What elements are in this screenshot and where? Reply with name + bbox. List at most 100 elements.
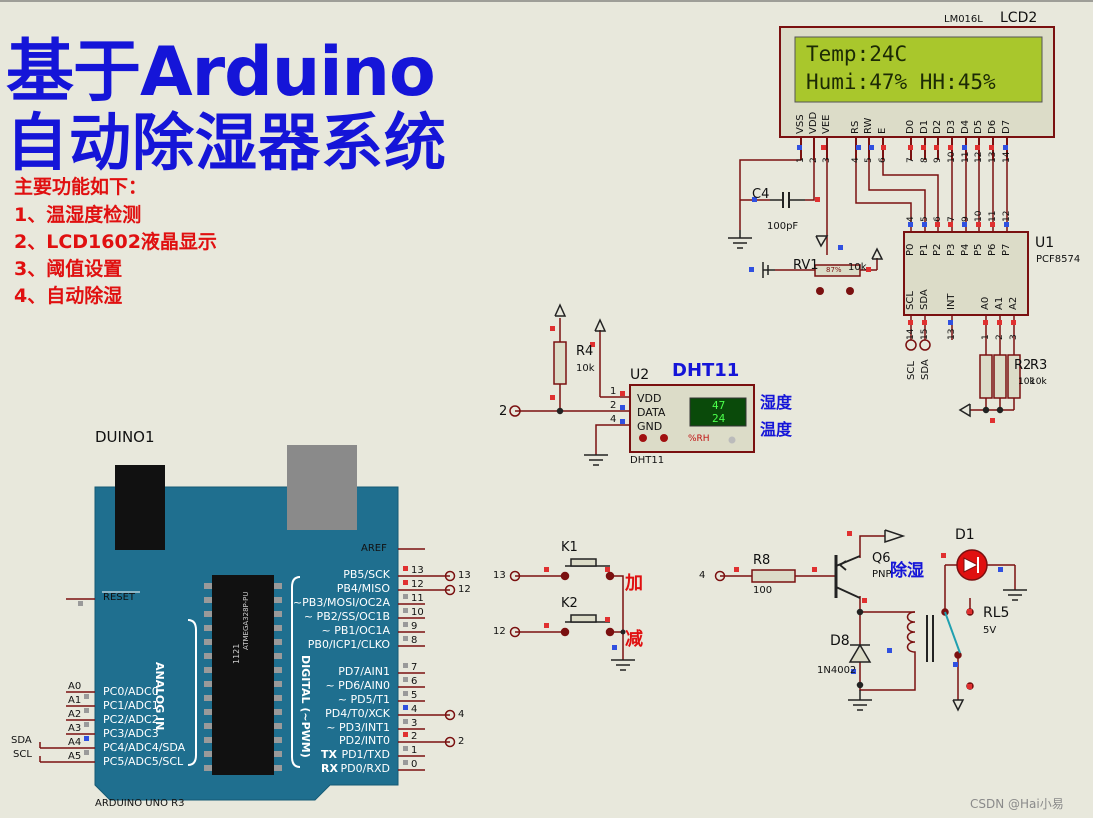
lcd-pin-number: 11 [961,151,971,163]
arduino-right-pin-label: PD1/TXD [341,748,390,761]
arduino-left-pin-label: PC4/ADC4/SDA [103,741,186,754]
arduino-ref: DUINO1 [95,428,155,446]
r-ground-arrow [958,403,1004,423]
ground-symbol-c4 [728,230,752,249]
pcf8574-chip[interactable] [903,231,1029,316]
arduino-net-12: 12 [458,584,471,595]
dht-unit: %RH [688,434,710,444]
relay-net-4: 4 [699,570,706,581]
arduino-left-pin-number: A3 [68,723,82,734]
arduino-right-pin-number: 4 [411,704,418,715]
pcf-bottom-pin-number: 14 [906,328,916,340]
lcd-model: LM016L [944,14,983,25]
lcd-pin-number: 8 [920,157,930,163]
pcf-top-pin-label: P5 [973,243,984,256]
lcd-line-1: Temp:24C [806,42,908,66]
resistor-r4[interactable] [553,341,567,385]
key-k2[interactable] [565,614,610,623]
arduino-right-pin-label: PB0/ICP1/CLKO [307,638,390,651]
arduino-left-pin-label: PC3/ADC3 [103,727,159,740]
features-heading: 主要功能如下： [14,176,148,198]
dht-ref: U2 [630,367,650,383]
dht-temperature-readout: 24 [712,412,726,425]
dht-title: DHT11 [672,360,740,381]
lcd-pin-number: 6 [878,157,888,163]
lcd-pin-label: VSS [795,114,806,134]
d8-ref: D8 [830,633,850,649]
pcf-top-pin-number: 12 [1002,210,1012,222]
arduino-right-pin-number: 9 [411,621,418,632]
q6-dehumidify-label: 除湿 [890,561,924,581]
arduino-left-pin-number: A1 [68,695,82,706]
k2-label-sub: 减 [625,629,643,650]
lcd-ref: LCD2 [1000,10,1038,26]
arduino-net-2: 2 [458,736,465,747]
rv1-ref: RV1 [793,258,819,273]
resistor-r8[interactable] [751,569,796,583]
pcf-top-pin-number: 7 [947,216,957,222]
lcd-pin-number: 5 [864,157,874,163]
lcd-pin-number: 14 [1002,151,1012,163]
lcd-pin-number: 9 [933,157,943,163]
key-terminals [509,570,626,638]
key-net-12: 12 [493,626,506,637]
diode-d8[interactable] [848,608,872,689]
pcf-bottom-pin-label: A0 [980,296,991,310]
lcd-pin-number: 3 [822,157,832,163]
dht-humidity-label: 湿度 [760,393,793,412]
page-title-line1: 基于Arduino [6,33,436,112]
arduino-right-pin-number: 12 [411,579,424,590]
sda-terminal-label: SDA [920,359,931,380]
lcd-pin-label: VEE [821,114,832,134]
relay-rl5[interactable] [906,598,974,690]
arduino-right-pin-number: 0 [411,759,418,770]
pcf-top-pin-label: P6 [987,243,998,256]
arduino-left-pin-label: PC5/ADC5/SCL [103,755,184,768]
arduino-board[interactable] [94,445,399,801]
arduino-right-pin-number: 10 [411,607,424,618]
k1-ref: K1 [561,540,578,555]
chip-id: 1121 [232,643,241,664]
d1-ref: D1 [955,527,975,543]
c4-value: 100pF [767,221,799,232]
dht-pin-number-4: 4 [610,414,617,425]
pcf-pin-states [908,222,1016,325]
rx-label: RX [321,762,338,775]
lcd-pin-label: D3 [946,119,957,134]
lcd-pin-label: E [877,127,888,134]
lcd-pin-number: 1 [796,157,806,163]
feature-item-1: 1、温湿度检测 [14,204,142,226]
dht11-sensor[interactable] [620,384,755,453]
capacitor-c4[interactable] [752,192,820,208]
transistor-q6[interactable] [834,555,861,599]
led-d1[interactable] [956,549,988,581]
r3-ref: R3 [1030,358,1048,373]
arduino-right-pin-label: PD0/RXD [340,762,390,775]
lcd-pin-states [797,145,1008,150]
pcf-ref: U1 [1035,235,1055,251]
key-k1[interactable] [565,558,610,567]
pcf-bottom-pin-label: A2 [1008,296,1019,310]
arduino-right-pin-label: PD4/T0/XCK [325,707,390,720]
potentiometer-rv1[interactable] [749,247,884,295]
pcf-bottom-pin-label: INT [946,293,957,310]
lcd-pin-number: 7 [906,157,916,163]
dht-model: DHT11 [630,455,665,466]
pcf-bottom-pin-number: 13 [947,328,957,340]
pcf-top-pin-number: 9 [961,216,971,222]
arduino-right-pin-label: PB5/SCK [343,568,390,581]
r3-value: 10k [1030,377,1047,387]
ground-symbols-relay [848,589,1027,712]
pcf-bottom-pin-number: 3 [1009,334,1019,340]
r2-value: 10k [1018,377,1035,387]
resistors-r2-r3[interactable] [979,354,1021,399]
page-title-line2: 自动除湿器系统 [6,106,448,179]
lcd-module[interactable] [779,26,1055,138]
arduino-right-terminals [444,570,456,748]
r4-wires [515,318,630,455]
arduino-right-pin-number: 11 [411,593,424,604]
r8-ref: R8 [753,553,771,568]
c4-ref: C4 [752,187,770,202]
arduino-right-pin-label: ~ PB1/OC1A [321,624,390,637]
pcf-bottom-pin-number: 2 [995,334,1005,340]
